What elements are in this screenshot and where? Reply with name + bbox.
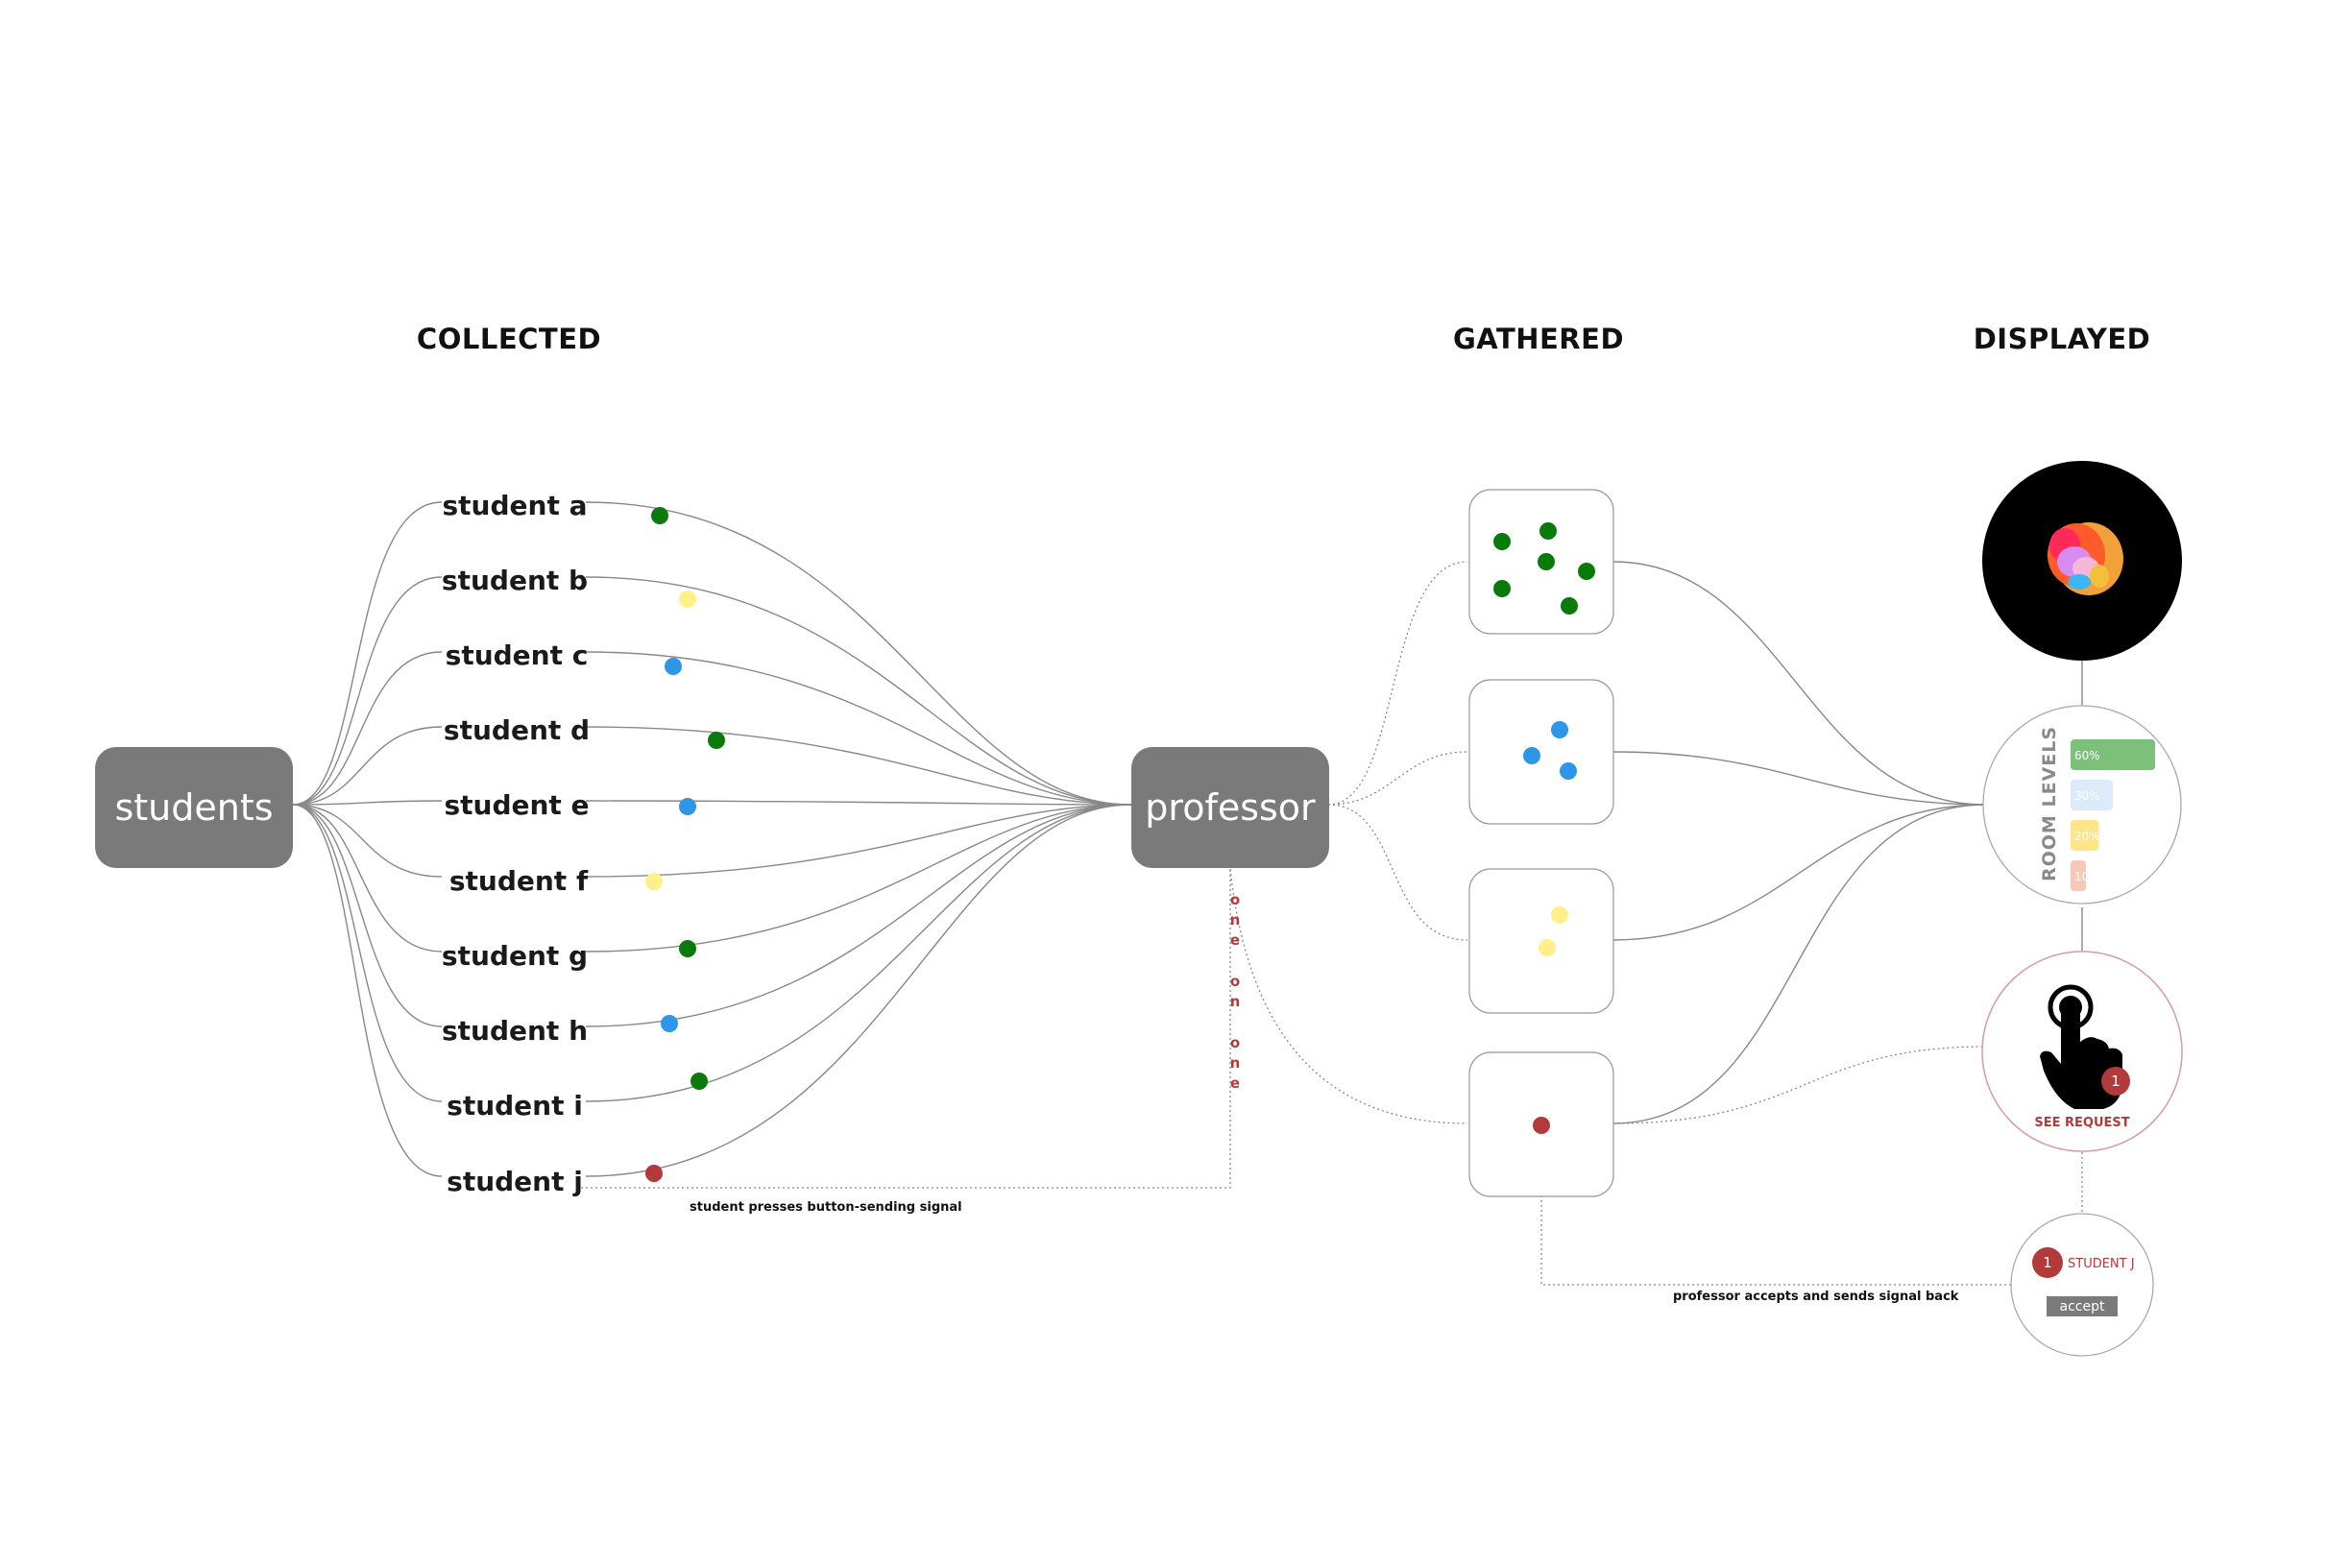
student-dot-g [679,940,696,957]
student-label-i: student i [447,1090,583,1122]
accept-button[interactable]: accept [2047,1296,2118,1316]
accept-button-label[interactable]: accept [2060,1299,2105,1315]
student-label-d: student d [444,714,590,746]
student-dot-b [679,591,696,608]
student-dot-h [661,1015,678,1032]
accept-circle: 1 STUDENT J [2010,1213,2154,1357]
edges-gathered-to-display [1540,561,2015,1286]
gathered-box-red [1468,1051,1614,1197]
signal-path-student-j [581,869,1231,1189]
student-dots [645,507,725,1182]
room-level-bar-label: 30% [2074,789,2100,803]
room-level-bar [2071,860,2086,891]
svg-text:n: n [1230,993,1241,1010]
student-label-e: student e [444,789,589,821]
svg-text:o: o [1230,891,1240,908]
edges-labels-to-professor [585,501,1132,1177]
room-level-bar-label: 10 [2074,870,2089,883]
student-label-h: student h [442,1015,588,1047]
student-dot-e [679,798,696,815]
student-label-j: student j [447,1166,583,1197]
gathered-box-blue [1468,679,1614,825]
gathered-box-green [1468,489,1614,635]
student-signal-caption: student presses button-sending signal [690,1200,962,1215]
see-request-label: SEE REQUEST [2034,1116,2129,1130]
accept-student-name: STUDENT J [2068,1257,2135,1271]
edges-students-to-labels [292,501,443,1177]
edges-professor-to-gathered [1229,561,1468,1124]
svg-text:n: n [1230,1054,1241,1072]
svg-text:n: n [1230,911,1241,929]
students-node: students [95,747,293,868]
room-level-bar-label: 60% [2074,749,2100,762]
svg-text:e: e [1230,1074,1240,1092]
svg-text:o: o [1230,1034,1240,1051]
professor-node: professor [1131,747,1329,868]
svg-text:e: e [1230,931,1240,949]
room-level-bar-label: 20% [2074,830,2100,843]
mood-blob-graphic [2048,522,2123,595]
student-label-b: student b [442,565,588,596]
professor-node-label: professor [1145,786,1316,829]
professor-accepts-caption: professor accepts and sends signal back [1673,1290,1959,1304]
room-level-bar [2071,780,2113,810]
section-title-displayed: DISPLAYED [1974,323,2151,355]
request-count-badge [2101,1067,2130,1096]
svg-text:o: o [1230,973,1240,990]
section-title-gathered: GATHERED [1453,323,1624,355]
student-dot-c [665,658,682,675]
student-list: student a student b student c student d … [442,490,590,1197]
student-label-c: student c [446,639,589,671]
student-label-a: student a [443,490,588,521]
room-level-bar [2071,739,2155,770]
accept-count-badge [2032,1247,2063,1278]
room-levels-title: ROOM LEVELS [2039,726,2060,881]
student-dot-f [645,873,663,890]
room-levels-circle: ROOM LEVELS 60% 30% 20% 10 [1982,705,2182,905]
student-dot-a [651,507,668,524]
accept-count: 1 [2043,1254,2052,1271]
request-count: 1 [2111,1073,2121,1090]
student-label-f: student f [449,865,589,897]
mood-display-circle [1982,461,2182,661]
request-circle: 1 SEE REQUEST [1981,951,2183,1152]
one-on-one-label: o n e o n o n e [1230,891,1241,1092]
students-node-label: students [114,786,273,829]
section-title-collected: COLLECTED [417,323,601,355]
student-dot-d [708,732,725,749]
gathered-box-yellow [1468,868,1614,1014]
student-dot-i [691,1073,708,1090]
student-dot-j [645,1165,663,1182]
student-label-g: student g [442,940,588,972]
room-level-bars: 60% 30% 20% 10 [2071,739,2155,891]
room-level-bar [2071,820,2099,851]
